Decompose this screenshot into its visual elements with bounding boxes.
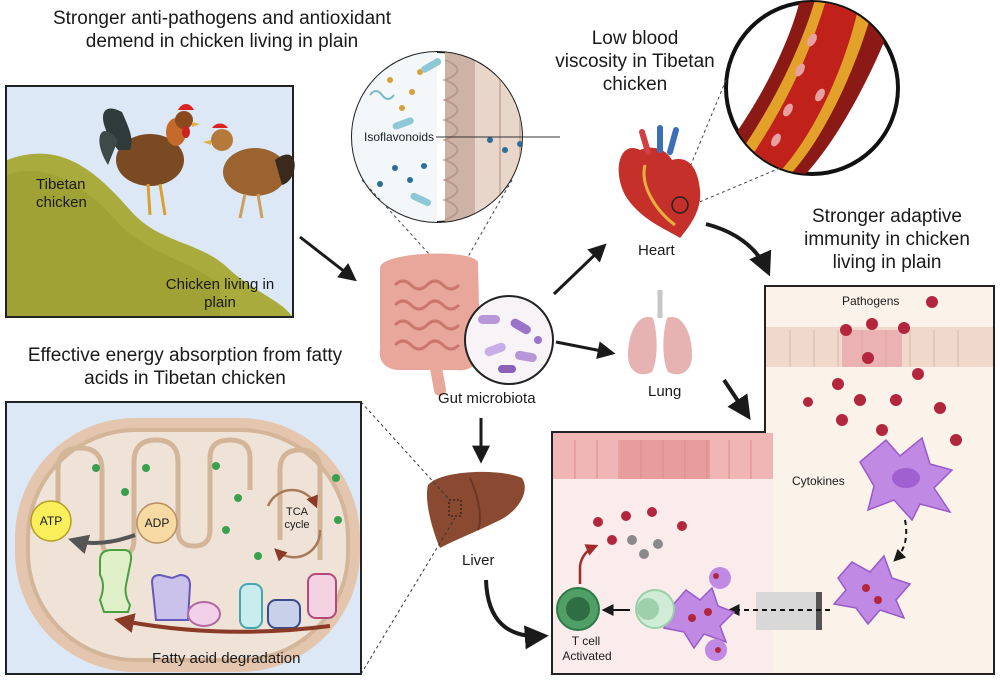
label-t-cell: T cell [571,634,601,648]
heart-illustration [618,125,701,238]
microbiota-circle [464,295,554,385]
title-energy-absorption: Effective energy absorption from fatty a… [27,345,343,389]
adp-molecule [136,502,178,544]
label-pathogens: Pathogens [842,294,900,308]
label-tibetan-chicken: Tibetan chicken [36,176,87,211]
mitochondria-panel [5,401,362,675]
blood-vessel-zoom-circle [724,0,900,176]
intestine-illustration [379,253,480,396]
label-cytokines: Cytokines [792,474,845,488]
title-anti-pathogen: Stronger anti-pathogens and antioxidant … [52,8,392,52]
label-activated: Activated [562,649,612,663]
label-plain-chicken: Chicken living in plain [165,276,275,311]
title-adaptive-immunity: Stronger adaptive immunity in chicken li… [804,206,970,273]
label-fatty-acid-degradation: Fatty acid degradation [152,650,301,667]
label-isoflavonoids: Isoflavonoids [364,130,435,144]
liver-illustration [426,471,525,548]
label-tca: TCA [286,506,308,518]
label-gut-microbiota: Gut microbiota [438,390,536,407]
atp-molecule [30,500,72,542]
label-cycle: cycle [284,519,310,531]
label-liver: Liver [462,552,495,569]
label-lung: Lung [648,383,682,400]
plain-hen-image [203,123,295,219]
tibetan-rooster-image [99,104,200,216]
flow-arrows [299,222,772,650]
title-blood-viscosity: Low blood viscosity in Tibetan chicken [555,28,715,95]
lung-illustration [628,290,692,375]
chicken-habitat-panel [5,85,295,318]
label-atp: ATP [39,514,63,528]
immunity-panel [551,285,995,675]
label-adp: ADP [144,516,170,530]
label-heart: Heart [638,242,675,259]
